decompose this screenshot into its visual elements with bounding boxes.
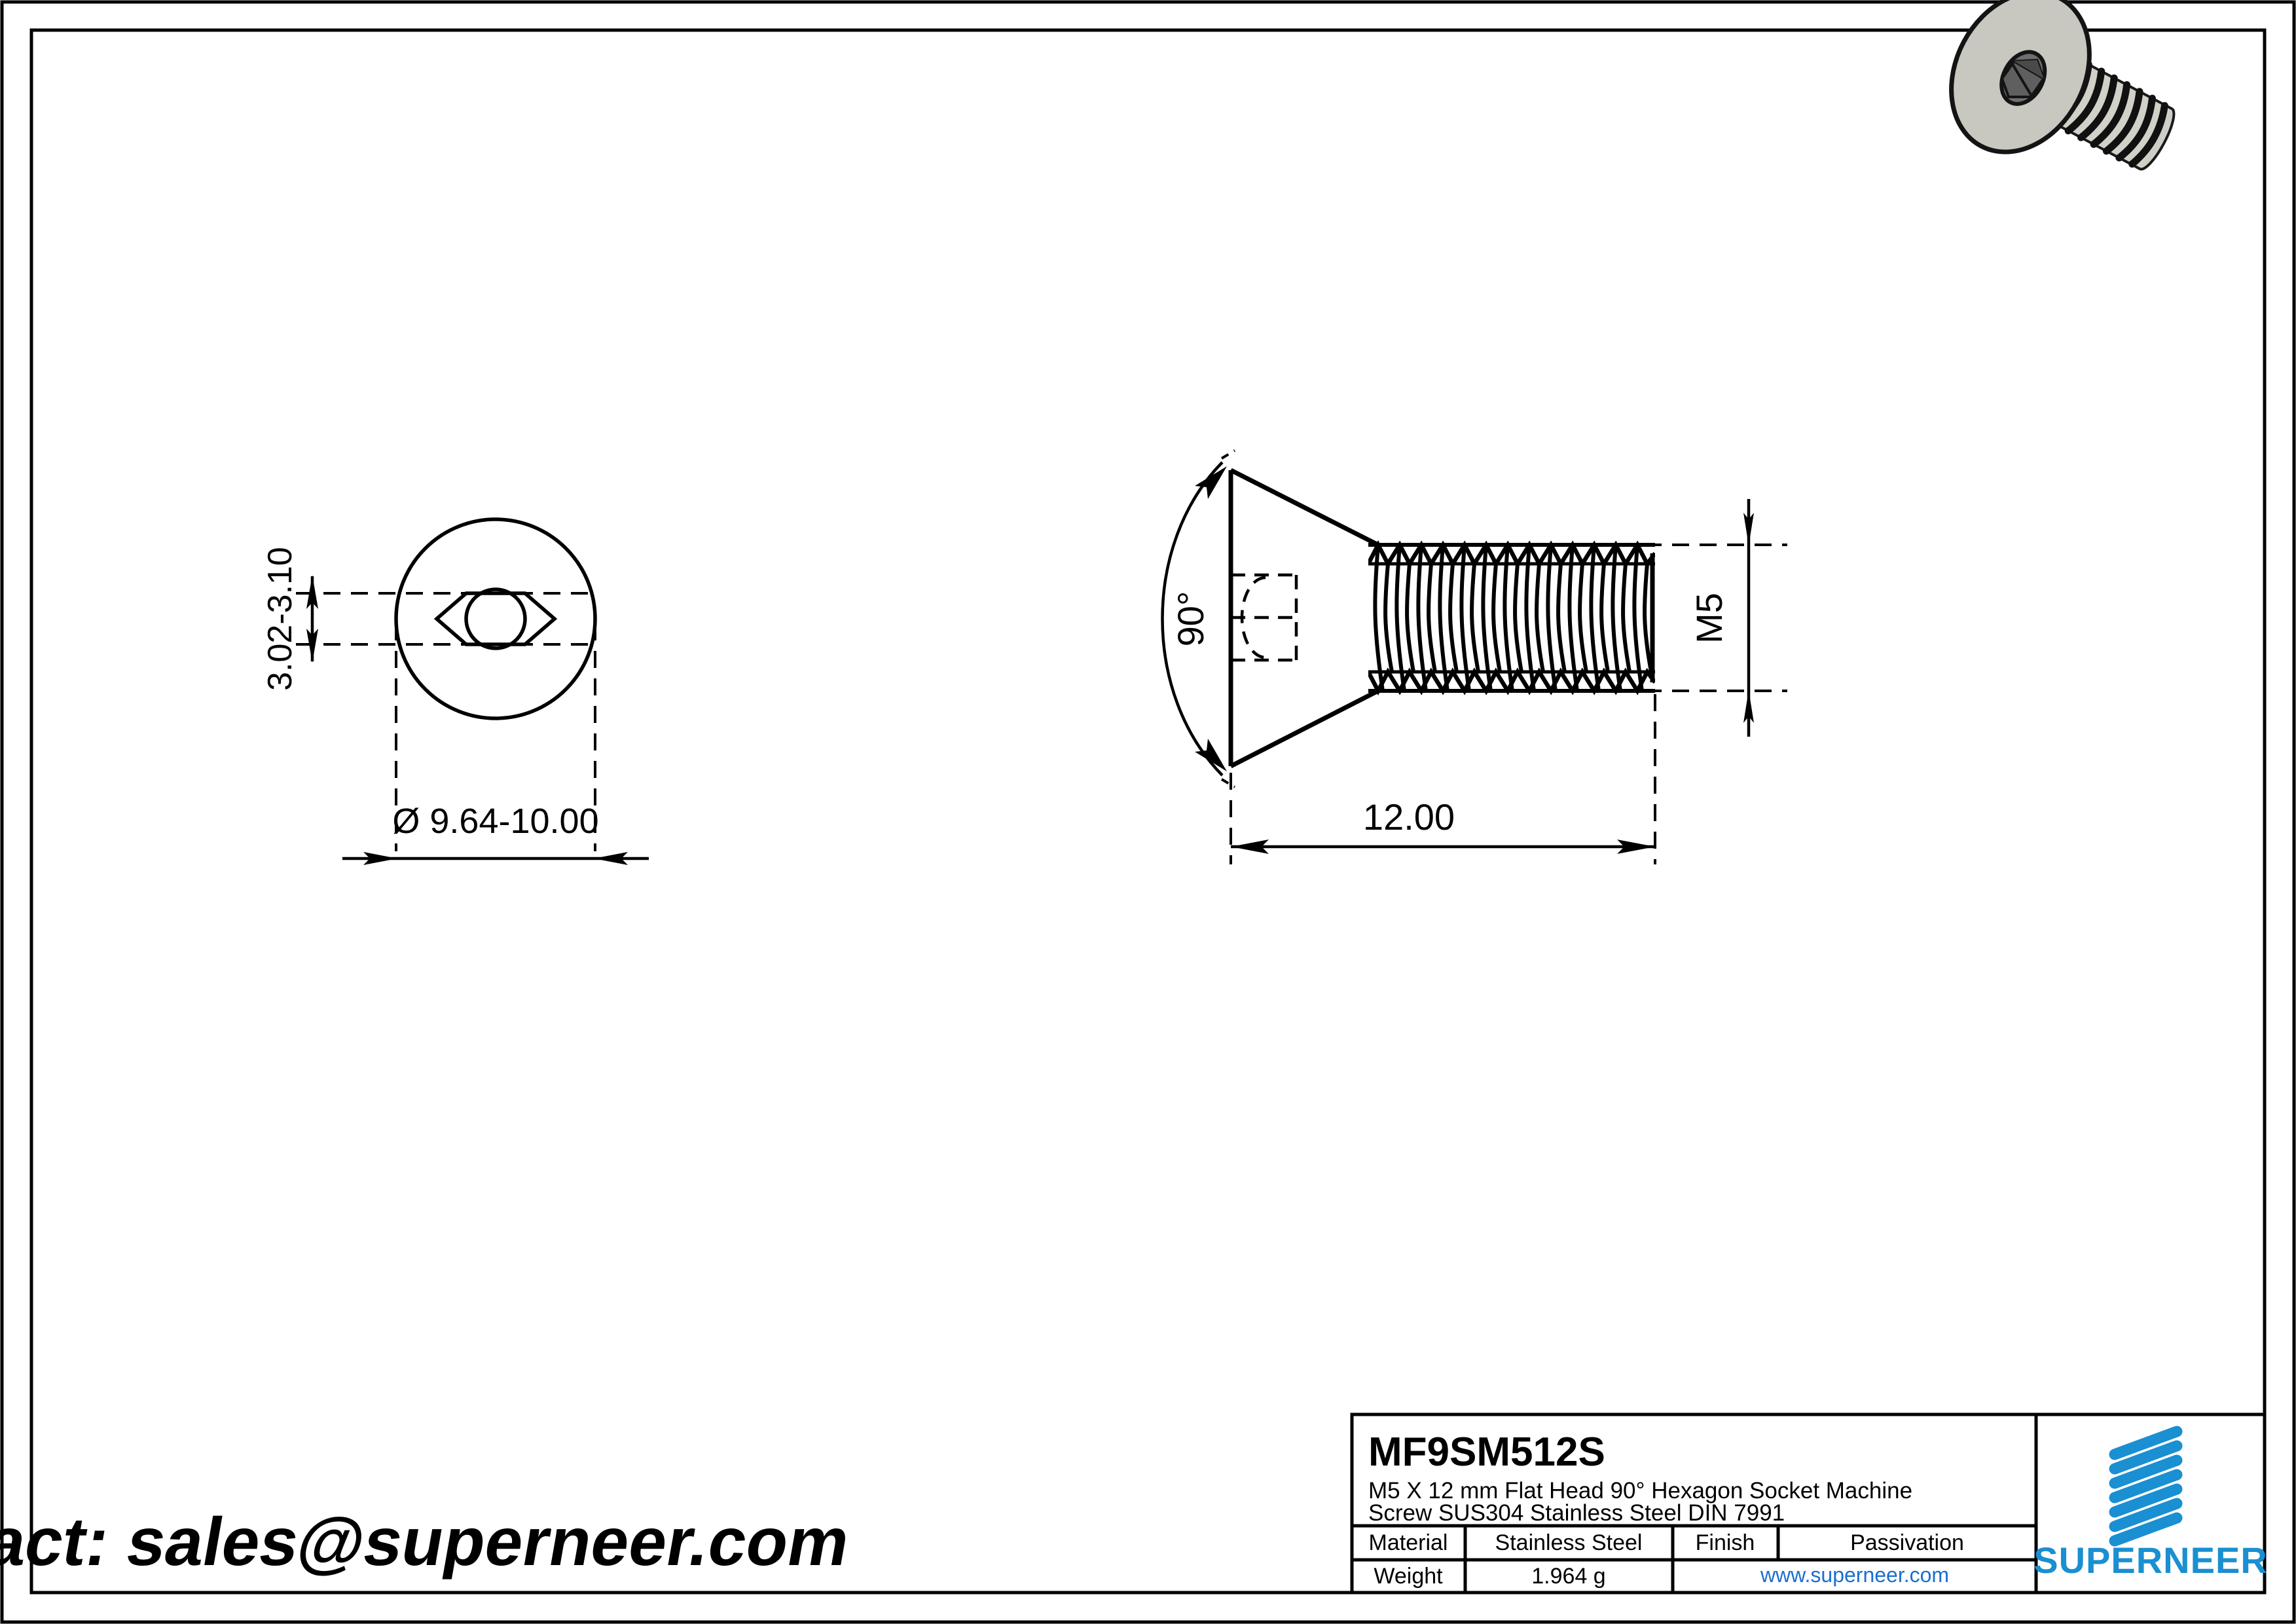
dim-text-thread-size: M5 xyxy=(1688,593,1730,644)
title-block xyxy=(1350,1412,2267,1595)
superneer-logo-icon xyxy=(2109,1426,2183,1547)
isometric-screw-render xyxy=(1949,0,2176,171)
description-line-2: Screw SUS304 Stainless Steel DIN 7991 xyxy=(1368,1500,1785,1526)
head-taper-bottom xyxy=(1230,688,1379,769)
thread-shank xyxy=(1368,540,1655,696)
hidden-socket-lines xyxy=(1231,573,1298,662)
head-taper-top xyxy=(1230,468,1379,547)
finish-label: Finish xyxy=(1696,1530,1755,1555)
material-value: Stainless Steel xyxy=(1495,1530,1643,1555)
weight-label: Weight xyxy=(1374,1564,1443,1589)
brand-name-text: SUPERNEER xyxy=(2033,1540,2268,1581)
weight-value: 1.964 g xyxy=(1531,1564,1605,1589)
dim-text-head-angle: 90° xyxy=(1170,591,1211,647)
sheet-inner-border xyxy=(29,28,2267,1595)
website-link[interactable]: www.superneer.com xyxy=(1760,1563,1949,1587)
dim-text-socket-depth: 3.02-3.10 xyxy=(261,547,299,691)
top-view-drawing xyxy=(296,517,649,865)
head-outline-circle xyxy=(394,517,597,720)
finish-value: Passivation xyxy=(1850,1530,1964,1555)
dim-arrow-len-left xyxy=(1231,840,1269,854)
angle-dim-90 xyxy=(1161,449,1236,788)
dim-arrow-m5-top xyxy=(1743,513,1754,545)
part-number-text: MF9SM512S xyxy=(1368,1430,1605,1475)
dim-arrow-socket-up xyxy=(306,575,318,609)
contact-email-text: Contact: sales@superneer.com xyxy=(0,1504,856,1580)
dim-text-head-diameter: Ø 9.64-10.00 xyxy=(392,802,598,841)
socket-circle xyxy=(464,587,527,650)
description-line-1: M5 X 12 mm Flat Head 90° Hexagon Socket … xyxy=(1368,1478,1912,1504)
material-label: Material xyxy=(1369,1530,1448,1555)
side-view-drawing xyxy=(1161,449,1787,864)
dim-arrow-len-right xyxy=(1617,840,1655,854)
dim-arrow-dia-left xyxy=(363,852,397,865)
dim-text-length: 12.00 xyxy=(1363,796,1455,838)
dim-arrow-dia-right xyxy=(594,852,628,865)
dim-arrow-m5-bottom xyxy=(1743,690,1754,723)
dim-arrow-socket-down xyxy=(306,629,318,663)
hex-socket-polygon xyxy=(433,591,558,646)
